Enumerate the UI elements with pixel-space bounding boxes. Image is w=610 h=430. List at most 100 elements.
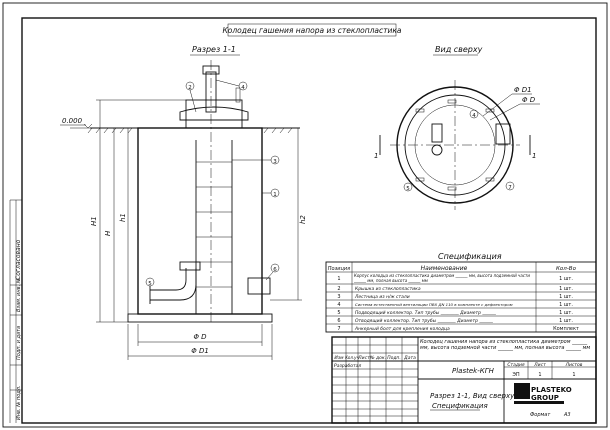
cut-label-left: 1 (374, 152, 378, 160)
dim-H: H (104, 230, 112, 236)
svg-text:Система естественной вентиляци: Система естественной вентиляции ПВХ ДN 1… (355, 302, 513, 307)
tb-sheets: 1 (572, 372, 575, 378)
tb-col-date: Дата (403, 355, 416, 361)
tb-developed: Разработал (334, 363, 361, 369)
specification-table: Спецификация Позиция Наименование Кол-Во… (325, 252, 597, 333)
dim-D: Φ D (193, 333, 207, 341)
spec-row: 4 Система естественной вентиляции ПВХ ДN… (337, 302, 573, 308)
callout-3: 3 (273, 159, 277, 165)
logo-text-1: PLASTEKO (531, 386, 572, 394)
left-strip: Согласовано Взам. инв. № Подп. и дата Ин… (9, 199, 23, 423)
anchor-bolts (415, 99, 495, 191)
tb-drawing-title: Колодец гашения напора из стеклопластика… (420, 339, 591, 351)
callout-1: 1 (273, 192, 277, 198)
svg-text:1 шт.: 1 шт. (559, 318, 573, 324)
svg-text:1 шт.: 1 шт. (559, 286, 573, 292)
dim-D1: Φ D1 (191, 347, 209, 355)
well-neck (185, 99, 243, 129)
well-base (127, 313, 273, 323)
tb-col-stage: Стадия (507, 362, 525, 368)
tb-col-sheets: Листов (565, 362, 583, 368)
strip-inv-no: Инв. № подл. (16, 386, 22, 421)
section-view: 0.000 (60, 60, 307, 360)
top-dim-D: Φ D (522, 96, 536, 104)
spec-title: Спецификация (438, 252, 502, 261)
tb-col-list: Лист (357, 355, 370, 361)
callout-5: 5 (148, 281, 152, 287)
callout-4: 4 (241, 85, 245, 91)
well-lid (179, 106, 249, 121)
vent-pipe (205, 71, 217, 113)
svg-text:6: 6 (337, 318, 340, 324)
spec-head-name: Наименование (421, 265, 468, 272)
callout-2: 2 (188, 85, 192, 91)
section-title: Разрез 1-1 (192, 45, 236, 54)
tb-sheet-title-1: Разрез 1-1, Вид сверху (430, 392, 515, 400)
tb-col-sheet: Лист (533, 362, 546, 368)
strip-sign-date: Подп. и дата (16, 326, 22, 360)
title-box (227, 23, 397, 37)
svg-text:Крышка из стеклопластика: Крышка из стеклопластика (355, 286, 421, 292)
top-callout-7: 7 (508, 185, 512, 191)
spec-row: 5 Подводящий коллектор. Тип трубы ______… (337, 310, 573, 316)
plasteko-logo: PLASTEKO GROUP (514, 383, 572, 404)
top-dim-D1: Φ D1 (514, 86, 532, 94)
dim-h1: h1 (119, 213, 127, 222)
svg-text:Отводящий коллектор. Тип трубы: Отводящий коллектор. Тип трубы ________ … (355, 318, 494, 324)
tb-code: Plastek-КГН (452, 367, 495, 375)
spec-row: 6 Отводящий коллектор. Тип трубы _______… (337, 318, 573, 324)
svg-text:2: 2 (337, 286, 340, 292)
dim-h2: h2 (299, 215, 307, 224)
spec-head-pos: Позиция (328, 266, 350, 272)
spec-row: 1 Корпус колодца из стеклопластика диаме… (337, 273, 573, 283)
well-body (137, 127, 263, 315)
svg-text:1 шт.: 1 шт. (559, 276, 573, 282)
cut-label-right: 1 (532, 152, 536, 160)
logo-text-2: GROUP (531, 394, 559, 402)
svg-text:3: 3 (337, 294, 340, 300)
strip-agreed: Согласовано (15, 239, 22, 280)
tb-col-izm: Изм (334, 355, 344, 361)
tb-col-kol: Кол.уч (345, 355, 359, 360)
svg-text:1 шт.: 1 шт. (559, 302, 573, 308)
tb-format-value: А3 (563, 412, 571, 418)
svg-text:1 шт.: 1 шт. (559, 294, 573, 300)
callout-6: 6 (273, 267, 277, 273)
top-ladder (431, 123, 443, 143)
dim-H1: H1 (90, 216, 98, 226)
top-callout-4: 4 (472, 113, 476, 119)
svg-text:Анкерный болт для крепления ко: Анкерный болт для крепления колодца (354, 326, 450, 332)
svg-text:Подводящий коллектор. Тип труб: Подводящий коллектор. Тип трубы ________… (355, 310, 497, 316)
strip-replace-inv: Взам. инв. № (16, 278, 22, 312)
top-view: 1 1 4 5 7 Φ D1 Φ D (374, 80, 540, 210)
section-dims: H1 H h1 h2 (90, 99, 307, 323)
spec-row: 7 Анкерный болт для крепления колодца Ко… (337, 326, 579, 332)
spec-row: 3 Лестница из н/ж стали 1 шт. (337, 294, 573, 300)
outlet-pipe (247, 277, 271, 295)
title-block: Изм Кол.уч Лист № док. Подп. Дата Разраб… (331, 336, 597, 424)
tb-format-label: Формат (530, 412, 551, 418)
section-callouts: 2 4 3 1 6 5 (145, 79, 280, 287)
top-view-title: Вид сверху (435, 45, 483, 54)
svg-text:5: 5 (337, 310, 340, 316)
tb-stage: ЭП (512, 372, 519, 378)
svg-text:4: 4 (337, 302, 340, 308)
tb-col-sign: Подп. (387, 355, 401, 361)
sheet-title: Колодец гашения напора из стеклопластика (222, 26, 401, 35)
section-bottom-dims: Φ D Φ D1 (127, 324, 273, 360)
tb-sheet-no: 1 (538, 372, 541, 378)
svg-text:1 шт.: 1 шт. (559, 310, 573, 316)
svg-text:7: 7 (337, 326, 340, 332)
top-outlet (495, 123, 511, 145)
ladder (195, 140, 233, 314)
svg-text:1: 1 (337, 276, 340, 282)
top-vent (431, 144, 443, 156)
spec-head-qty: Кол-Во (556, 266, 577, 272)
tb-col-doc: № док. (369, 355, 386, 361)
ground-level-label: 0.000 (62, 117, 83, 125)
spec-row-1-name: Корпус колодца из стеклопластика диаметр… (354, 273, 530, 283)
top-callout-5: 5 (406, 186, 410, 192)
inlet-pipe (149, 261, 201, 304)
